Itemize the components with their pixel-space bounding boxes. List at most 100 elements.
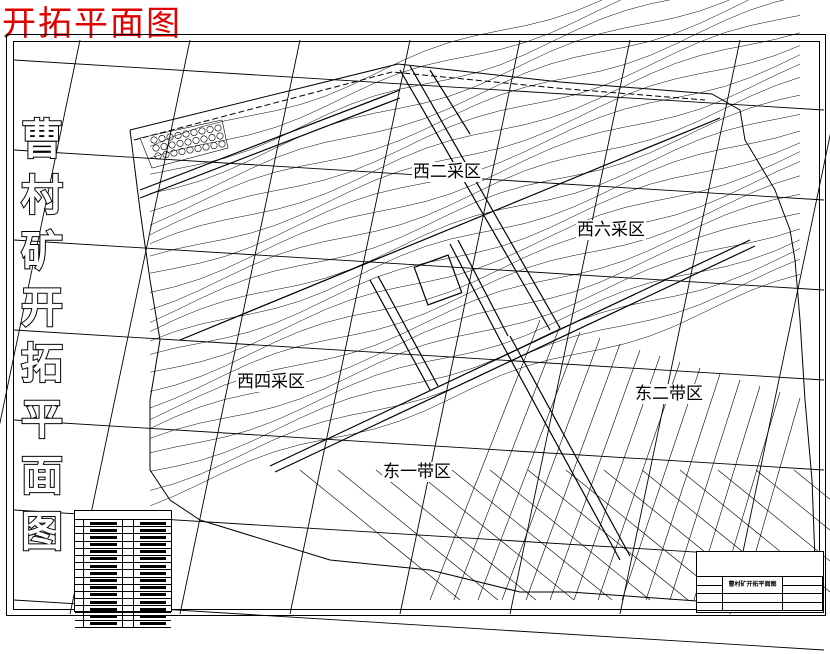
goaf-circle <box>190 129 198 137</box>
goaf-circle <box>152 144 160 152</box>
goaf-circle <box>186 146 194 154</box>
goaf-circle <box>176 140 184 148</box>
goaf-circle <box>206 126 214 134</box>
legend-row <box>75 577 171 585</box>
goaf-circle <box>200 135 208 143</box>
legend-row <box>75 527 171 535</box>
contour-line <box>149 63 801 293</box>
goaf-circle <box>218 140 226 148</box>
side-title-char: 图 <box>20 506 64 557</box>
goaf-circle <box>214 124 222 132</box>
legend-row <box>75 541 171 549</box>
page-title: 开拓平面图 <box>2 4 182 44</box>
side-title-char: 开 <box>20 282 64 333</box>
side-title-vertical: 曹 村 矿 开 拓 平 面 图 <box>14 112 70 560</box>
contour-lines <box>149 0 801 507</box>
zone-label-west-2: 西二采区 <box>412 162 482 182</box>
zone-label-east-2: 东二带区 <box>634 384 704 404</box>
contour-line <box>149 239 801 454</box>
contour-line <box>149 213 801 429</box>
hatch-line <box>429 319 541 601</box>
grid-line <box>619 39 741 615</box>
grid-line <box>729 133 830 615</box>
goaf-circle <box>202 143 210 151</box>
goaf-circle <box>192 137 200 145</box>
contour-line <box>149 274 801 507</box>
goaf-circle <box>154 152 162 160</box>
legend-row <box>75 563 171 571</box>
hatch-line <box>477 331 581 601</box>
hatch-line <box>413 469 575 601</box>
side-title-char: 平 <box>20 394 64 445</box>
grid-line <box>289 39 411 615</box>
drawing-frame <box>6 34 826 616</box>
hatch-line <box>299 469 461 601</box>
contour-line <box>149 77 801 311</box>
goaf-circle <box>162 151 170 159</box>
hatch-line <box>527 469 689 601</box>
contour-line <box>149 0 730 194</box>
legend-table <box>74 510 172 628</box>
legend-row <box>75 534 171 542</box>
grid-line <box>0 39 81 425</box>
side-title-char: 村 <box>20 170 64 221</box>
grid-line <box>509 39 631 615</box>
goaf-circle <box>182 130 190 138</box>
goaf-circle <box>216 132 224 140</box>
contour-line <box>149 142 801 355</box>
goaf-circle <box>194 145 202 153</box>
main-roadways <box>139 65 756 561</box>
goaf-circle <box>168 141 176 149</box>
legend-row <box>75 555 171 564</box>
contour-line <box>149 114 801 332</box>
contour-line <box>149 248 801 472</box>
contour-line <box>149 15 801 235</box>
goaf-circle <box>160 143 168 151</box>
hatch-line <box>645 373 721 601</box>
hatch-line <box>525 343 621 601</box>
contour-line <box>149 45 801 257</box>
goaf-circle <box>210 142 218 150</box>
mine-boundary <box>129 63 816 605</box>
grid-line <box>399 39 521 615</box>
hatch-line <box>549 349 641 601</box>
contour-line <box>149 130 801 342</box>
legend-row <box>75 613 171 621</box>
contour-line <box>149 32 801 244</box>
zone-label-east-1: 东一带区 <box>382 462 452 482</box>
side-title-char: 矿 <box>20 226 64 277</box>
title-block-header <box>697 552 823 577</box>
hatch-line <box>337 469 499 601</box>
grid-line <box>179 39 301 615</box>
zone-label-west-6: 西六采区 <box>576 220 646 240</box>
side-title-char: 拓 <box>20 338 64 389</box>
grid-line <box>13 419 825 471</box>
goaf-circle <box>178 148 186 156</box>
legend-row <box>75 548 171 556</box>
contour-line <box>149 151 801 373</box>
legend-row <box>75 599 171 607</box>
hatch-line <box>489 469 651 601</box>
drawing-inner-frame <box>13 41 820 610</box>
hatch-line <box>717 469 830 562</box>
hatch-line <box>793 469 830 500</box>
hatch-line <box>451 469 613 601</box>
contour-line <box>149 0 622 159</box>
goaf-circle <box>170 149 178 157</box>
contour-line <box>149 228 801 439</box>
goaf-circle <box>158 135 166 143</box>
hatch-line <box>453 325 561 601</box>
legend-row <box>75 620 171 628</box>
goaf-circle <box>198 127 206 135</box>
zone-label-west-4: 西四采区 <box>236 372 306 392</box>
goaf-circle <box>150 136 158 144</box>
legend-row <box>75 591 171 600</box>
title-block: 曹村矿开拓平面图 <box>696 551 824 613</box>
hatch-line <box>501 337 601 601</box>
hatch-line <box>375 469 537 601</box>
legend-row <box>75 520 171 528</box>
legend-row <box>75 606 171 614</box>
contour-line <box>149 0 603 147</box>
legend-row <box>75 570 171 578</box>
